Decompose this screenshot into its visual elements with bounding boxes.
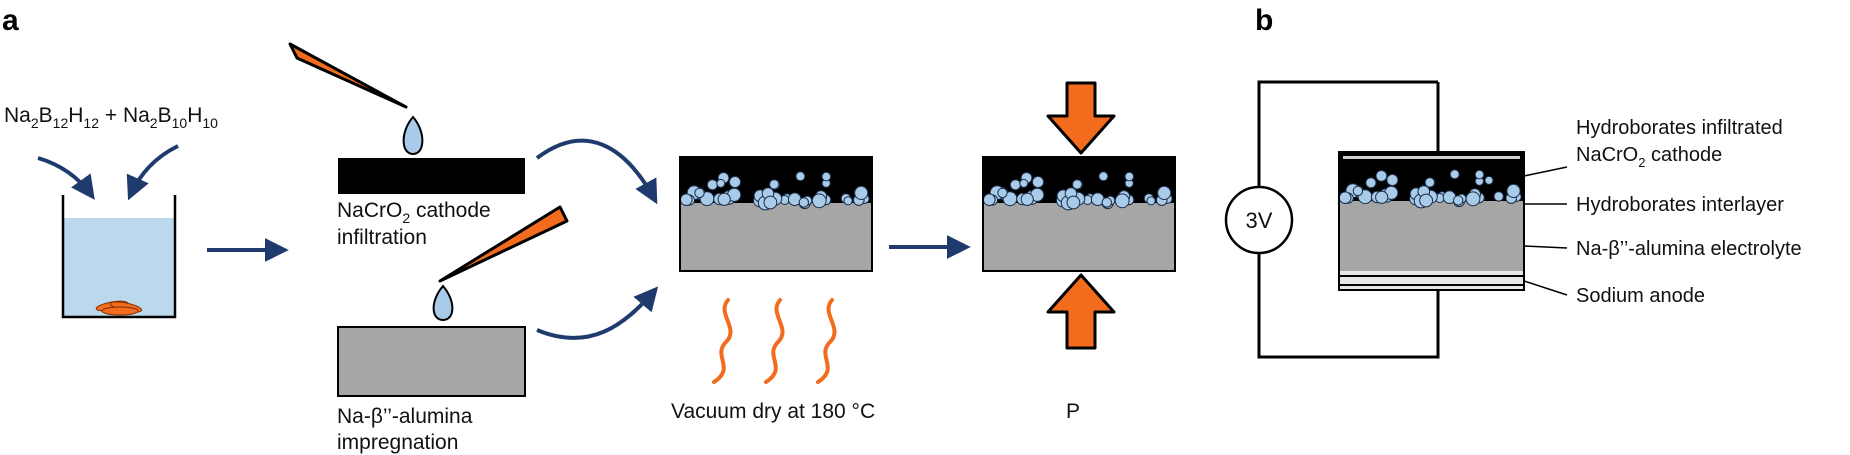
- press-arrow-down-icon: [1046, 81, 1116, 155]
- particle: [1009, 179, 1022, 191]
- pipette-bottom-icon: [432, 205, 569, 322]
- pipette-top-icon: [288, 42, 424, 156]
- panel-label-b: b: [1255, 4, 1273, 37]
- beaker: [61, 195, 177, 319]
- stack-interlayer-particles: [680, 171, 870, 211]
- solution: [63, 218, 175, 316]
- particle: [716, 178, 726, 188]
- particle: [1449, 169, 1460, 180]
- label-cathode-line2: NaCrO2 cathode: [1576, 144, 1722, 170]
- particle: [1019, 178, 1029, 188]
- cathode-plate: [338, 158, 525, 194]
- precipitate-icon: [95, 300, 143, 316]
- electrolyte-impregnation-label: Na-β’’-alumina: [337, 405, 473, 428]
- label-anode: Sodium anode: [1576, 285, 1705, 307]
- pressed-stack: [982, 156, 1176, 272]
- circuit: [1257, 80, 1440, 359]
- particle: [728, 175, 742, 189]
- particle: [1506, 183, 1521, 198]
- particle: [1484, 175, 1494, 185]
- cell-electrolyte: [1339, 201, 1524, 271]
- cell-interlayer-particles: [1338, 169, 1522, 209]
- stack-electrolyte: [680, 203, 872, 271]
- particle: [854, 185, 869, 200]
- particle: [1072, 179, 1083, 190]
- cathode-infiltration-label-line2: infiltration: [337, 226, 427, 249]
- particle: [1146, 196, 1156, 206]
- cell-current-collector-top: [1343, 156, 1520, 159]
- particle: [763, 195, 778, 210]
- cell-anode: [1339, 271, 1524, 290]
- particle: [1020, 192, 1034, 206]
- particle: [1375, 170, 1388, 182]
- particle: [1066, 195, 1081, 210]
- voltage-source: [1224, 185, 1294, 255]
- particle: [1031, 175, 1045, 189]
- particle: [1465, 191, 1481, 207]
- cell-stack: [1338, 151, 1525, 291]
- arrow-electrolyte-to-assembly: [536, 286, 659, 340]
- particle: [706, 179, 719, 191]
- arrow-precursor-right: [126, 144, 179, 201]
- label-interlayer: Hydroborates interlayer: [1576, 194, 1784, 216]
- particle: [1419, 193, 1433, 208]
- particle: [1453, 195, 1464, 206]
- pressure-caption: P: [1066, 400, 1080, 423]
- particle: [843, 196, 853, 206]
- particle: [997, 187, 1008, 199]
- particle: [1375, 190, 1389, 204]
- arrow-cathode-to-assembly: [535, 138, 658, 205]
- heat-icon: [712, 298, 837, 384]
- particle: [795, 171, 806, 182]
- particle: [1493, 191, 1504, 202]
- particle: [811, 193, 827, 209]
- particle: [1365, 177, 1377, 189]
- electrolyte-impregnation-label-line2: impregnation: [337, 431, 458, 454]
- cathode-infiltration-label: NaCrO2 cathode: [337, 199, 491, 226]
- particle: [769, 179, 780, 190]
- voltage-label: 3V: [1246, 208, 1273, 233]
- assembled-stack: [679, 156, 873, 272]
- particle: [1474, 169, 1485, 180]
- particle: [1124, 171, 1135, 182]
- particle: [798, 197, 809, 208]
- arrow-precursor-left: [37, 156, 95, 200]
- electrolyte-plate: [337, 326, 526, 397]
- label-cathode: Hydroborates infiltrated: [1576, 117, 1783, 139]
- vacuum-dry-caption: Vacuum dry at 180 °C: [671, 400, 875, 423]
- particle: [717, 192, 731, 206]
- precursor-formula: Na2B12H12 + Na2B10H10: [4, 104, 218, 131]
- particle: [1157, 185, 1172, 200]
- particle: [983, 193, 996, 206]
- particle: [1101, 197, 1113, 208]
- particle: [694, 187, 705, 199]
- particle: [1114, 193, 1130, 209]
- particle: [1338, 191, 1352, 204]
- particle: [1424, 177, 1436, 188]
- particle: [1098, 171, 1109, 182]
- label-electrolyte: Na-β’’-alumina electrolyte: [1576, 238, 1802, 260]
- particle: [680, 193, 693, 206]
- particle: [821, 171, 832, 182]
- press-arrow-up-icon: [1046, 273, 1116, 350]
- particle: [1352, 185, 1364, 197]
- panel-label-a: a: [2, 4, 19, 37]
- particle: [1386, 173, 1399, 187]
- leader-lines: [1523, 166, 1568, 296]
